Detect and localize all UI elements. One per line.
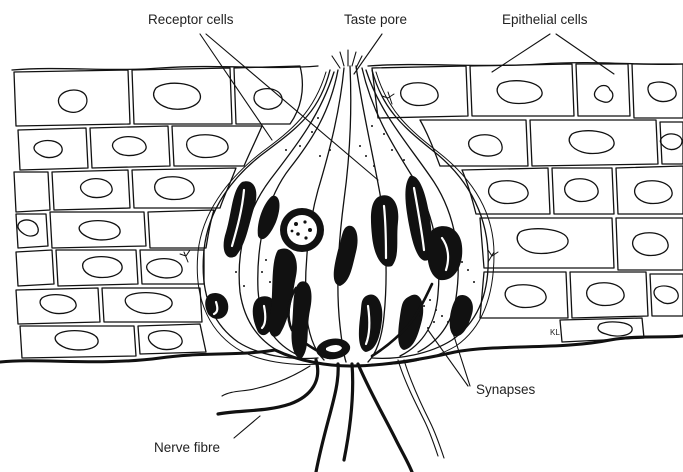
leader-epithelial-1 [492, 34, 550, 72]
nerve-fibres [218, 284, 432, 472]
leader-nerve-fibre [234, 416, 260, 438]
round-nucleus [280, 208, 324, 252]
receptor-nuclei [205, 176, 473, 358]
label-nerve-fibre: Nerve fibre [154, 440, 220, 456]
taste-pore-microvilli [332, 50, 362, 68]
label-receptor-cells: Receptor cells [148, 12, 234, 28]
leader-synapses-2 [452, 330, 470, 386]
label-epithelial-cells: Epithelial cells [502, 12, 588, 28]
leader-epithelial-2 [556, 34, 614, 74]
label-synapses: Synapses [476, 382, 535, 398]
artist-signature: KL [550, 328, 560, 338]
label-taste-pore: Taste pore [344, 12, 407, 28]
